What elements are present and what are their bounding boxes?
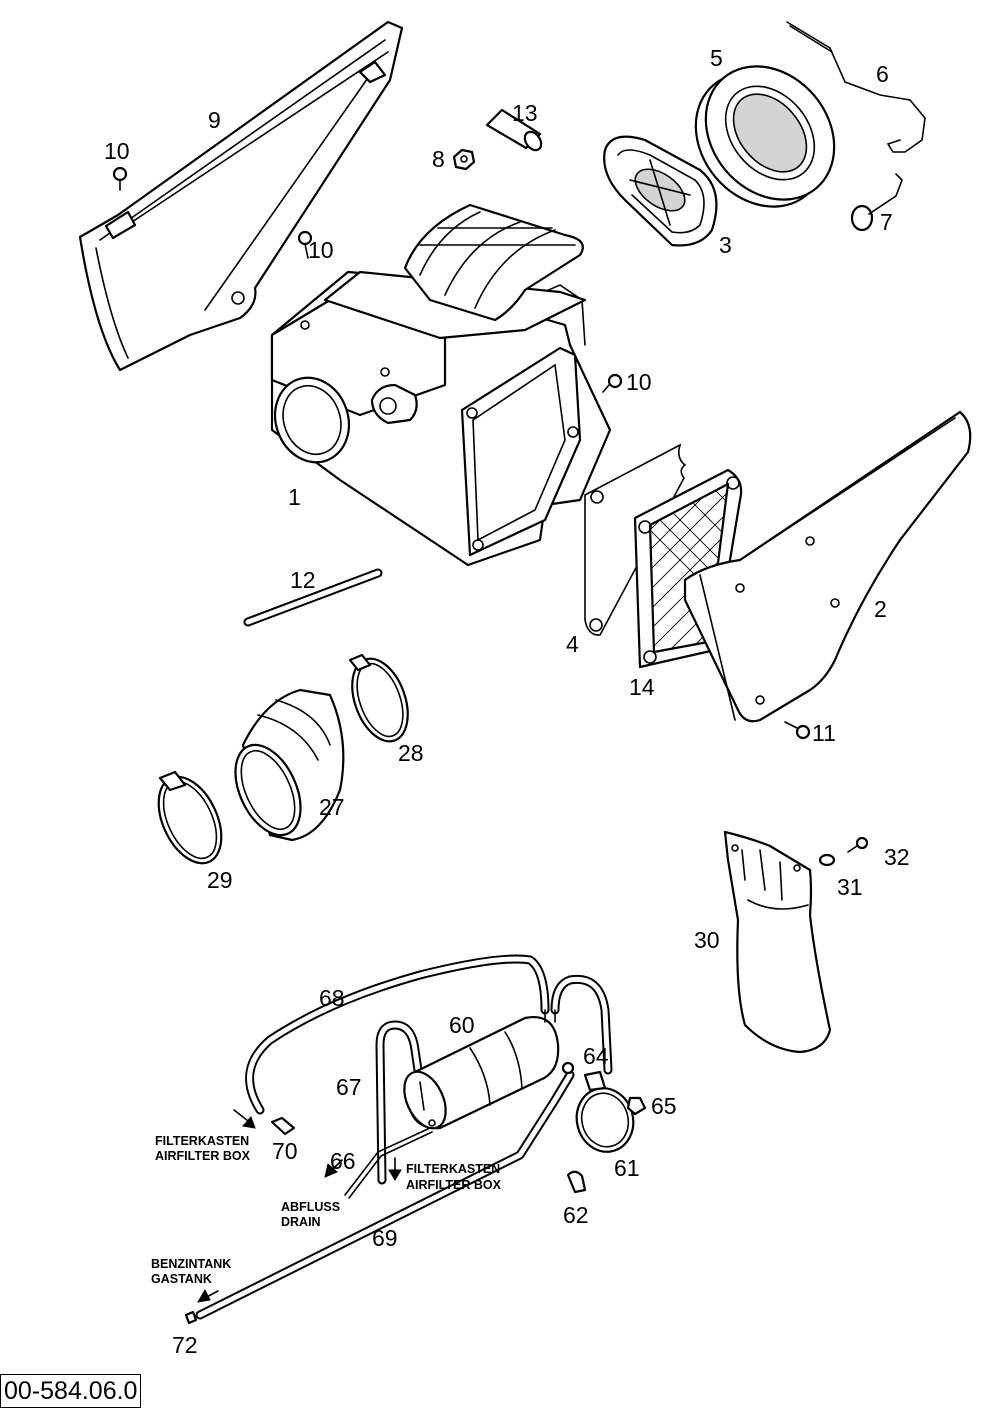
part-1-airfilter-box <box>270 203 612 567</box>
part-31-washer <box>818 853 836 867</box>
part-64-screw <box>561 1061 575 1075</box>
callout-10-c: 10 <box>626 369 652 395</box>
callout-65: 65 <box>651 1093 677 1119</box>
callout-8: 8 <box>432 146 445 172</box>
part-60-carbon-canister <box>403 1009 560 1130</box>
part-10-screw-b <box>297 230 313 259</box>
part-67-hose <box>375 1020 423 1185</box>
arrow-to-filterbox-right <box>388 1157 402 1181</box>
callout-10-a: 10 <box>104 138 130 164</box>
note-filterkasten-right-de: FILTERKASTEN <box>406 1162 500 1176</box>
part-62-clip <box>566 1170 587 1194</box>
callout-10-b: 10 <box>308 237 334 263</box>
note-filterkasten-left-de: FILTERKASTEN <box>155 1134 249 1148</box>
callout-32: 32 <box>884 844 910 870</box>
callout-4: 4 <box>566 631 579 657</box>
part-9-left-side-cover <box>78 20 404 372</box>
callout-28: 28 <box>398 740 424 766</box>
drawing-number: 00-584.06.0 <box>0 1374 142 1408</box>
callout-62: 62 <box>563 1202 589 1228</box>
part-10-screw-c <box>602 373 623 393</box>
callout-1: 1 <box>288 484 301 510</box>
part-7-pin <box>850 173 903 232</box>
callout-12: 12 <box>290 567 316 593</box>
callout-3: 3 <box>719 232 732 258</box>
callout-9: 9 <box>208 107 221 133</box>
callout-27: 27 <box>319 794 345 820</box>
callout-70: 70 <box>272 1138 298 1164</box>
callout-5: 5 <box>710 45 723 71</box>
callout-6: 6 <box>876 61 889 87</box>
part-61-clamp <box>575 1070 635 1153</box>
arrow-to-filterbox-left <box>233 1109 256 1129</box>
callout-30: 30 <box>694 927 720 953</box>
arrow-from-gastank <box>197 1288 219 1303</box>
note-drain-de: ABFLUSS <box>281 1200 340 1214</box>
part-5-air-filter-element <box>694 65 836 208</box>
callout-29: 29 <box>207 867 233 893</box>
callout-14: 14 <box>629 674 655 700</box>
part-12-hose <box>243 568 383 627</box>
part-72-fitting <box>184 1310 198 1325</box>
part-28-hose-clamp <box>348 653 409 743</box>
part-65-nut <box>626 1096 647 1116</box>
part-2-right-side-cover <box>683 410 972 723</box>
callout-11: 11 <box>812 720 836 746</box>
callout-31: 31 <box>837 874 863 900</box>
note-gastank-de: BENZINTANK <box>151 1257 231 1271</box>
callout-2: 2 <box>874 596 887 622</box>
callout-13: 13 <box>512 100 538 126</box>
callout-60: 60 <box>449 1012 475 1038</box>
arrow-to-drain <box>324 1159 343 1178</box>
callout-68: 68 <box>319 985 345 1011</box>
part-10-screw-a <box>112 166 128 191</box>
part-32-screw <box>847 836 869 853</box>
callout-7: 7 <box>880 209 893 235</box>
callout-66: 66 <box>330 1148 356 1174</box>
part-29-hose-clamp <box>157 770 223 865</box>
part-68-hose <box>245 954 550 1115</box>
callout-67: 67 <box>336 1074 362 1100</box>
note-filterkasten-right-en: AIRFILTER BOX <box>406 1178 502 1192</box>
part-70-fitting <box>270 1116 296 1136</box>
part-11-screw <box>784 721 811 740</box>
part-66-hose <box>344 1127 433 1199</box>
part-6-retaining-wire <box>786 21 926 153</box>
note-filterkasten-left-en: AIRFILTER BOX <box>155 1149 251 1163</box>
callout-61: 61 <box>614 1155 640 1181</box>
part-13-sleeve <box>485 108 543 152</box>
part-27-intake-rubber <box>234 688 345 842</box>
part-4-gasket <box>584 443 687 636</box>
callout-72: 72 <box>172 1332 198 1358</box>
callout-64: 64 <box>583 1043 609 1069</box>
part-30-mudflap <box>723 830 832 1054</box>
part-3-air-funnel <box>603 135 718 247</box>
part-64-hose <box>550 974 613 1075</box>
note-drain-en: DRAIN <box>281 1215 321 1229</box>
note-gastank-en: GASTANK <box>151 1272 212 1286</box>
callout-69: 69 <box>372 1225 398 1251</box>
part-69-hose <box>195 1070 575 1320</box>
part-8-nut <box>452 148 476 171</box>
